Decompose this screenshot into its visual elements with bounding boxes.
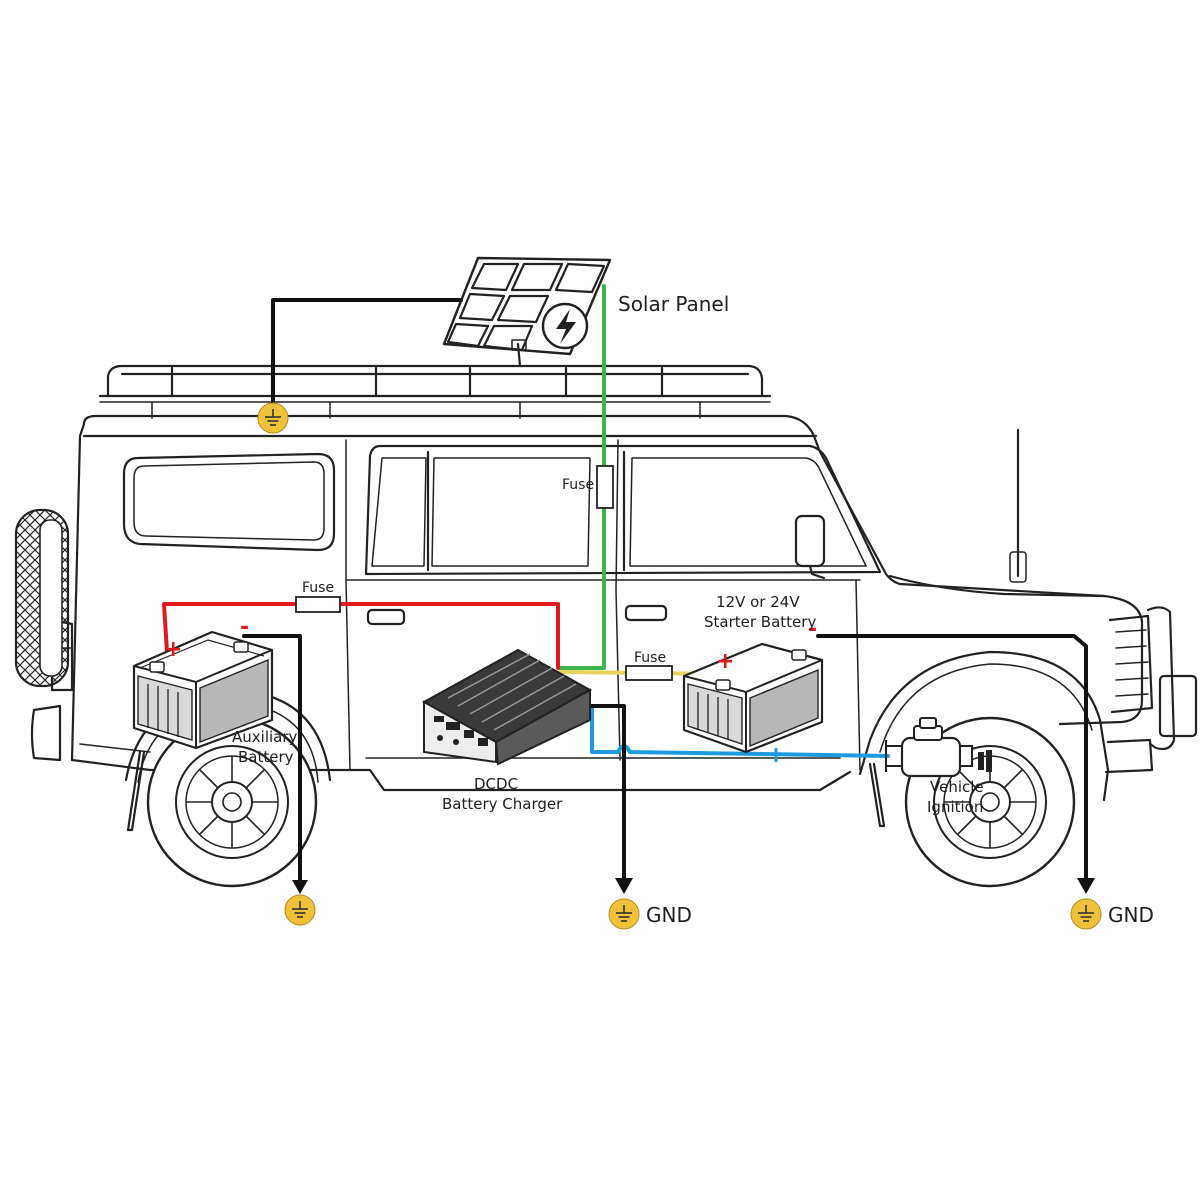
fuse-mid xyxy=(625,665,673,681)
ignition-label-1: Vehicle xyxy=(930,778,984,796)
starter-label-2: Starter Battery xyxy=(704,613,816,631)
gnd-label-right: GND xyxy=(1108,903,1154,927)
arrow-down-icon xyxy=(292,880,308,894)
roof-rack xyxy=(98,364,772,419)
fuse-mid-label: Fuse xyxy=(634,650,666,666)
battery-icon xyxy=(132,630,274,750)
ignition-label-2: Ignition xyxy=(927,798,983,816)
aux-ground-wire xyxy=(242,634,302,884)
ground-symbol-icon xyxy=(1070,898,1102,930)
solar-panel xyxy=(442,256,612,368)
arrow-down-icon xyxy=(1077,878,1095,894)
aux-positive-wire xyxy=(162,602,560,670)
ground-symbol-icon xyxy=(257,402,289,434)
fuse-top xyxy=(596,465,614,509)
fuse-left-label: Fuse xyxy=(302,580,334,596)
dcdc-label-1: DCDC xyxy=(474,775,518,793)
aux-minus-sign: - xyxy=(240,615,249,640)
starter-ground-wire xyxy=(816,634,1088,882)
dcdc-label-2: Battery Charger xyxy=(442,795,563,813)
aux-plus-sign: + xyxy=(164,637,182,662)
ground-symbol-icon xyxy=(608,898,640,930)
solar-positive-wire xyxy=(558,284,606,670)
solar-ground-wire xyxy=(271,298,463,406)
rear-wheel xyxy=(146,716,318,888)
aux-battery-label-1: Auxiliary xyxy=(232,728,298,746)
spare-tire xyxy=(14,508,70,688)
lightning-bolt-icon xyxy=(541,302,589,350)
starter-minus-sign: - xyxy=(808,617,817,642)
fuse-left xyxy=(295,596,341,613)
starter-plus-sign: + xyxy=(716,649,734,674)
ignition-icon xyxy=(885,717,992,778)
starter-battery: + - xyxy=(682,617,824,754)
gnd-label-center: GND xyxy=(646,903,692,927)
solar-panel-label: Solar Panel xyxy=(618,292,729,316)
fuse-top-label: Fuse xyxy=(562,477,594,493)
arrow-down-icon xyxy=(615,878,633,894)
ground-symbol-icon xyxy=(284,894,316,926)
aux-battery: + - xyxy=(132,615,274,750)
aux-battery-label-2: Battery xyxy=(238,748,294,766)
dcdc-charger-icon xyxy=(421,648,593,766)
dcdc-charger xyxy=(421,648,593,766)
starter-label-1: 12V or 24V xyxy=(716,593,800,611)
